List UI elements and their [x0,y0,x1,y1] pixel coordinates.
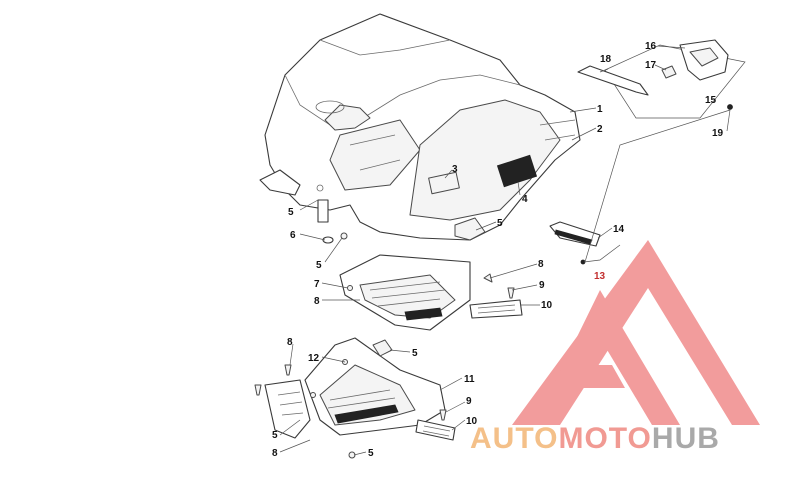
mudflap-left-ribs [277,391,304,416]
footwell-lower [264,337,446,439]
fender-cup-holder [324,104,371,131]
wire-harness-18 [577,65,649,96]
footwell-lower-ribs [327,389,396,409]
fender-cup-ring [315,100,345,114]
bracket-14 [549,221,601,247]
fender-storage-bin [329,119,421,191]
decal-3 [428,171,460,195]
watermark-triangle-inner [552,290,680,425]
callout-3: 3 [452,164,458,175]
callout-5d: 5 [412,348,418,359]
fender-side-louvers [539,119,576,141]
callout-11: 11 [464,374,475,385]
callout-2: 2 [597,124,603,135]
callout-labels: 1 2 3 4 5 5 5 5 5 5 6 7 8 8 8 8 9 9 10 1… [272,41,724,459]
screw-19 [727,104,733,110]
decal-4 [496,154,538,188]
callout-9b: 9 [466,396,472,407]
callout-5e: 5 [272,430,278,441]
brand-auto: AUTO [470,422,558,455]
callout-10b: 10 [466,416,478,427]
footwell-upper-pad [359,274,456,319]
fender-clip-left [317,199,329,223]
callout-13: 13 [594,271,606,282]
taillight-bracket-outline [604,44,746,119]
footwell-upper-grip [404,307,443,321]
fender-left-bracket [259,169,301,196]
callout-9a: 9 [539,280,545,291]
brand-moto: MOTO [558,422,651,455]
callout-5f: 5 [368,448,374,459]
callout-17: 17 [645,60,657,71]
watermark-logo [512,240,760,425]
screw-8-lower-a [284,364,292,376]
callout-10a: 10 [541,300,553,311]
callout-12: 12 [308,353,320,364]
taillight-assembly [577,39,746,119]
screw-9-upper [507,287,515,299]
screw-9-lower [439,409,447,421]
svg-text:AUTOMOTOHUB: AUTOMOTOHUB [470,422,720,455]
callout-1: 1 [597,104,603,115]
screw-5b [340,232,348,240]
brand-hub: HUB [652,422,720,455]
footwell-upper [339,254,471,331]
callout-6: 6 [290,230,296,241]
fender-top-edge [319,39,451,56]
taillight-lens [689,47,719,67]
callout-8b: 8 [314,296,320,307]
screw-5-lower-a [310,392,316,398]
callout-18: 18 [600,54,612,65]
callout-19: 19 [712,128,724,139]
callout-15: 15 [705,95,717,106]
callout-16: 16 [645,41,657,52]
rear-fender-assembly [259,13,581,241]
callout-8a: 8 [538,259,544,270]
footrest-10-lower [415,419,456,441]
footwell-upper-ribs [369,281,446,307]
callout-5a: 5 [288,207,294,218]
callout-8c: 8 [287,337,293,348]
callout-8d: 8 [272,448,278,459]
fender-mount-right [454,217,486,241]
bulb-17 [661,65,677,79]
footwell-lower-grip [334,404,399,424]
screw-5a [316,184,324,192]
callout-7: 7 [314,279,320,290]
watermark-brand: AUTOMOTOHUB [470,422,720,455]
callout-4: 4 [522,194,528,205]
rivet-7 [347,285,353,291]
callout-5b: 5 [497,218,503,229]
callout-5c: 5 [316,260,322,271]
callout-14: 14 [613,224,625,235]
fender-crease [284,74,521,126]
mudflap-left [264,379,311,439]
fender-bin-ribs [349,134,401,171]
leader-lines [279,45,731,456]
footrest-10-upper [469,299,523,319]
screw-8-lower-b [254,384,262,396]
washer-6 [322,236,334,244]
